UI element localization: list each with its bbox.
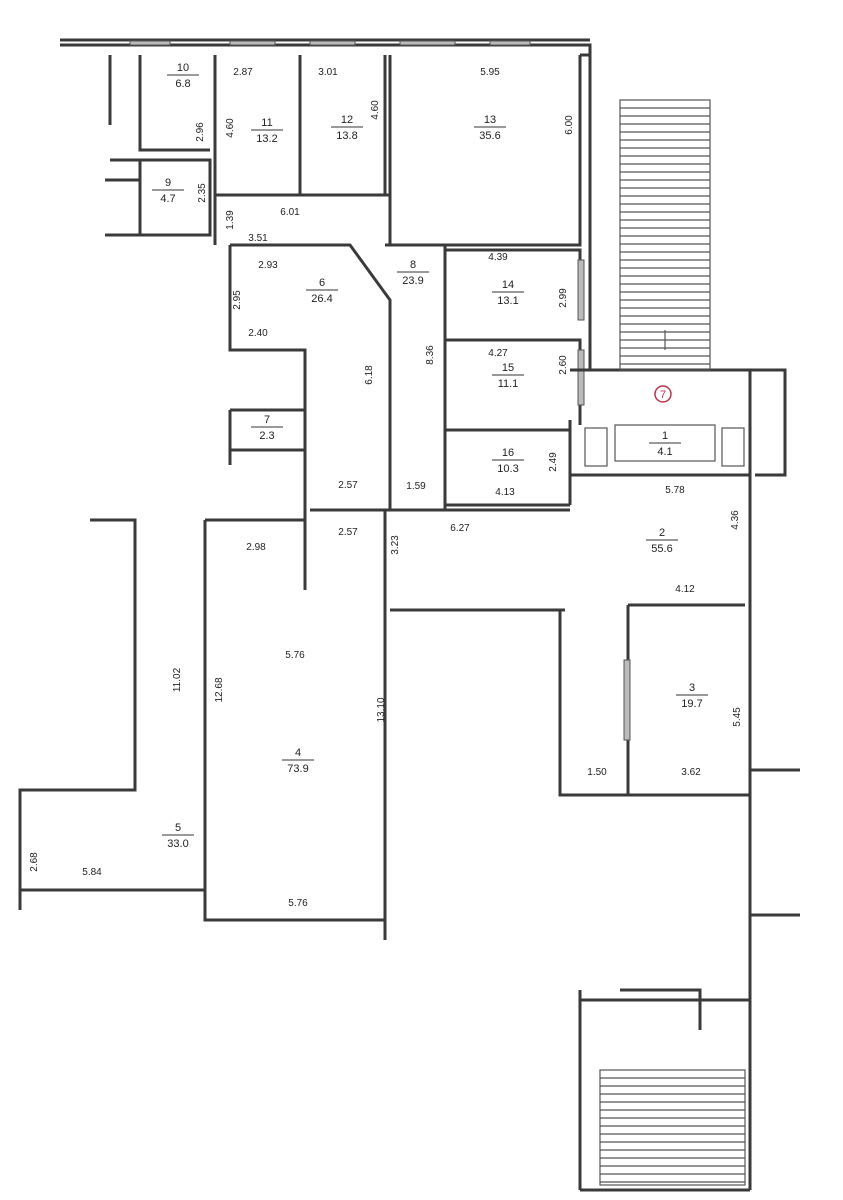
room-label: 823.9	[397, 259, 429, 287]
room-number: 11	[261, 117, 272, 129]
dimension-label: 4.39	[488, 252, 508, 263]
room-label: 106.8	[167, 62, 199, 90]
room-number: 4	[295, 747, 301, 759]
room-area: 19.7	[681, 698, 702, 710]
dimension-label: 6.18	[364, 365, 375, 385]
room-number: 16	[502, 447, 514, 459]
dimension-label: 12.68	[214, 677, 225, 702]
dimension-label: 2.98	[246, 542, 266, 553]
room-area: 35.6	[479, 130, 500, 142]
dimension-label: 2.35	[197, 183, 208, 203]
room-area: 33.0	[167, 838, 188, 850]
dimension-label: 5.45	[732, 707, 743, 727]
room-area: 11.1	[498, 378, 519, 390]
dimension-label: 3.62	[681, 767, 701, 778]
dimension-label: 6.27	[450, 523, 470, 534]
dimension-label: 4.27	[488, 348, 508, 359]
marker-label: 7	[660, 389, 666, 401]
dimension-label: 4.36	[730, 510, 741, 530]
dimension-label: 2.99	[558, 288, 569, 308]
room-number: 3	[689, 682, 695, 694]
dimension-label: 3.23	[390, 535, 401, 555]
dimension-label: 2.60	[558, 355, 569, 375]
room-label: 255.6	[646, 527, 678, 555]
dimension-label: 5.84	[82, 867, 102, 878]
room-number: 2	[659, 527, 665, 539]
dimension-label: 11.02	[172, 667, 183, 692]
room-number: 10	[177, 62, 189, 74]
room-area: 10.3	[497, 463, 518, 475]
dimension-label: 5.95	[480, 67, 500, 78]
dimension-label: 3.51	[248, 233, 268, 244]
room-label: 11 13.2	[251, 117, 283, 145]
dimension-label: 4.60	[225, 118, 236, 138]
stairs-top	[619, 99, 711, 371]
dimension-label: 6.01	[280, 207, 300, 218]
dimension-label: 4.60	[370, 100, 381, 120]
dimension-label: 2.96	[195, 122, 206, 142]
room-number: 12	[341, 114, 353, 126]
room-area: 6.8	[175, 78, 190, 90]
dimension-label: 2.87	[233, 67, 253, 78]
room-number: 7	[264, 414, 270, 426]
dimension-label: 5.78	[665, 485, 685, 496]
room-number: 15	[502, 362, 514, 374]
room-number: 9	[165, 177, 171, 189]
section-marker: 7	[654, 385, 672, 403]
room-number: 14	[502, 279, 514, 291]
dimension-label: 4.12	[675, 584, 695, 595]
dimension-label: 2.49	[548, 452, 559, 472]
room-area: 13.1	[497, 295, 518, 307]
room-number: 5	[175, 822, 181, 834]
room-number: 1	[662, 430, 668, 442]
dimension-label: 8.36	[425, 345, 436, 365]
dimension-label: 2.57	[338, 480, 358, 491]
room-label: 12 13.8	[331, 114, 363, 142]
room-area: 2.3	[259, 430, 274, 442]
room-number: 6	[319, 277, 325, 289]
room-label: 14 13.1	[492, 279, 524, 307]
room-number: 8	[410, 259, 416, 271]
room-label: 13 35.6	[474, 114, 506, 142]
dimension-label: 4.13	[495, 487, 515, 498]
dimension-label: 2.68	[29, 852, 40, 872]
room-label: 72.3	[251, 414, 283, 442]
stairs-bottom	[599, 1069, 746, 1186]
dimension-label: 1.50	[587, 767, 607, 778]
room-label: 473.9	[282, 747, 314, 775]
room-area: 13.8	[336, 130, 357, 142]
walls	[18, 38, 800, 1192]
dimension-label: 13.10	[376, 697, 387, 722]
dimension-label: 5.76	[285, 650, 305, 661]
room-area: 4.1	[657, 446, 672, 458]
dimension-label: 2.93	[258, 260, 278, 271]
dimension-label: 6.00	[564, 115, 575, 135]
room-label: 94.7	[152, 177, 184, 205]
room-area: 73.9	[287, 763, 308, 775]
dimension-label: 2.40	[248, 328, 268, 339]
room-label: 533.0	[162, 822, 194, 850]
room-label: 626.4	[306, 277, 338, 305]
room-label: 14.1	[649, 430, 681, 458]
dimension-label: 1.59	[406, 481, 426, 492]
dimension-label: 3.01	[318, 67, 338, 78]
dimension-label: 1.39	[225, 210, 236, 230]
dimension-label: 2.57	[338, 527, 358, 538]
room-label: 319.7	[676, 682, 708, 710]
room-number: 13	[484, 114, 496, 126]
dimension-label: 5.76	[288, 898, 308, 909]
room-area: 4.7	[160, 193, 175, 205]
room-area: 55.6	[651, 543, 672, 555]
room-labels: 106.894.71113.21213.81335.6823.9626.4141…	[152, 62, 708, 850]
room-label: 15 11.1	[492, 362, 524, 390]
dimension-label: 2.95	[232, 290, 243, 310]
room-label: 16 10.3	[492, 447, 524, 475]
room-area: 23.9	[402, 275, 423, 287]
room-area: 26.4	[311, 293, 332, 305]
room-area: 13.2	[256, 133, 277, 145]
